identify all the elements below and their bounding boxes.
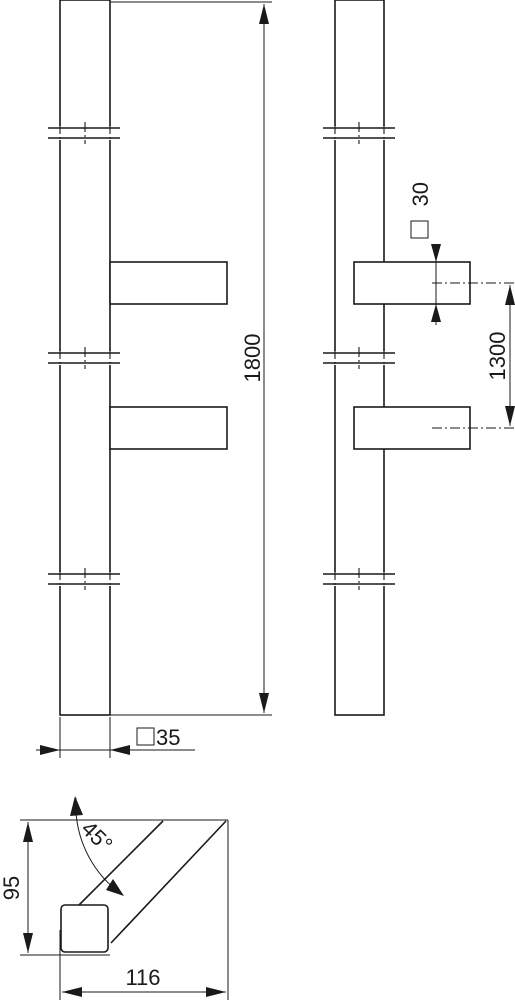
leg-spacing-dimension: 1300 xyxy=(485,285,515,426)
width-arrow-right xyxy=(206,987,226,997)
top-view: 95 116 45° xyxy=(0,796,229,1000)
leg-section-dimension: 30 xyxy=(408,182,441,325)
front-leg-upper xyxy=(109,261,228,305)
front-leg-lower xyxy=(109,406,228,450)
angle-value: 45° xyxy=(76,816,117,857)
length-dimension: 1800 xyxy=(110,1,272,716)
front-view: 1800 35 xyxy=(36,0,272,758)
bar-section-value: 35 xyxy=(156,725,180,750)
depth-dimension: 95 xyxy=(0,822,33,953)
depth-arrow-bottom xyxy=(23,933,33,953)
bar-section-arrow-right xyxy=(110,745,130,755)
leg-section-arrow-top xyxy=(431,244,441,262)
diagonal-leg xyxy=(75,820,227,944)
front-break-mark-2 xyxy=(48,347,120,369)
side-break-mark-1 xyxy=(323,122,395,144)
side-view: 30 1300 xyxy=(323,0,515,716)
angle-arrow-top xyxy=(70,796,83,816)
bar-section-arrow-left xyxy=(40,745,60,755)
length-arrow-top xyxy=(259,4,269,24)
width-dimension: 116 xyxy=(62,965,226,997)
bar-section-dimension: 35 xyxy=(36,717,195,758)
leg-section-value: 30 xyxy=(408,182,433,206)
front-break-mark-1 xyxy=(48,122,120,144)
depth-arrow-top xyxy=(23,822,33,842)
spacing-arrow-bottom xyxy=(505,406,515,426)
side-break-mark-2 xyxy=(323,347,395,369)
front-break-mark-3 xyxy=(48,568,120,590)
leg-spacing-value: 1300 xyxy=(485,332,510,381)
length-value: 1800 xyxy=(240,334,265,383)
depth-value: 95 xyxy=(0,876,24,900)
angle-dimension: 45° xyxy=(70,796,124,896)
square-section-symbol xyxy=(136,727,155,746)
side-break-mark-3 xyxy=(323,568,395,590)
bar-cross-section xyxy=(60,904,109,953)
width-value: 116 xyxy=(125,965,160,990)
angle-arrow-bottom xyxy=(106,879,124,896)
leg-square-section-symbol xyxy=(410,220,429,239)
spacing-arrow-top xyxy=(505,285,515,305)
width-arrow-left xyxy=(62,987,82,997)
leg-section-arrow-bottom xyxy=(431,304,441,322)
length-arrow-bottom xyxy=(259,693,269,713)
